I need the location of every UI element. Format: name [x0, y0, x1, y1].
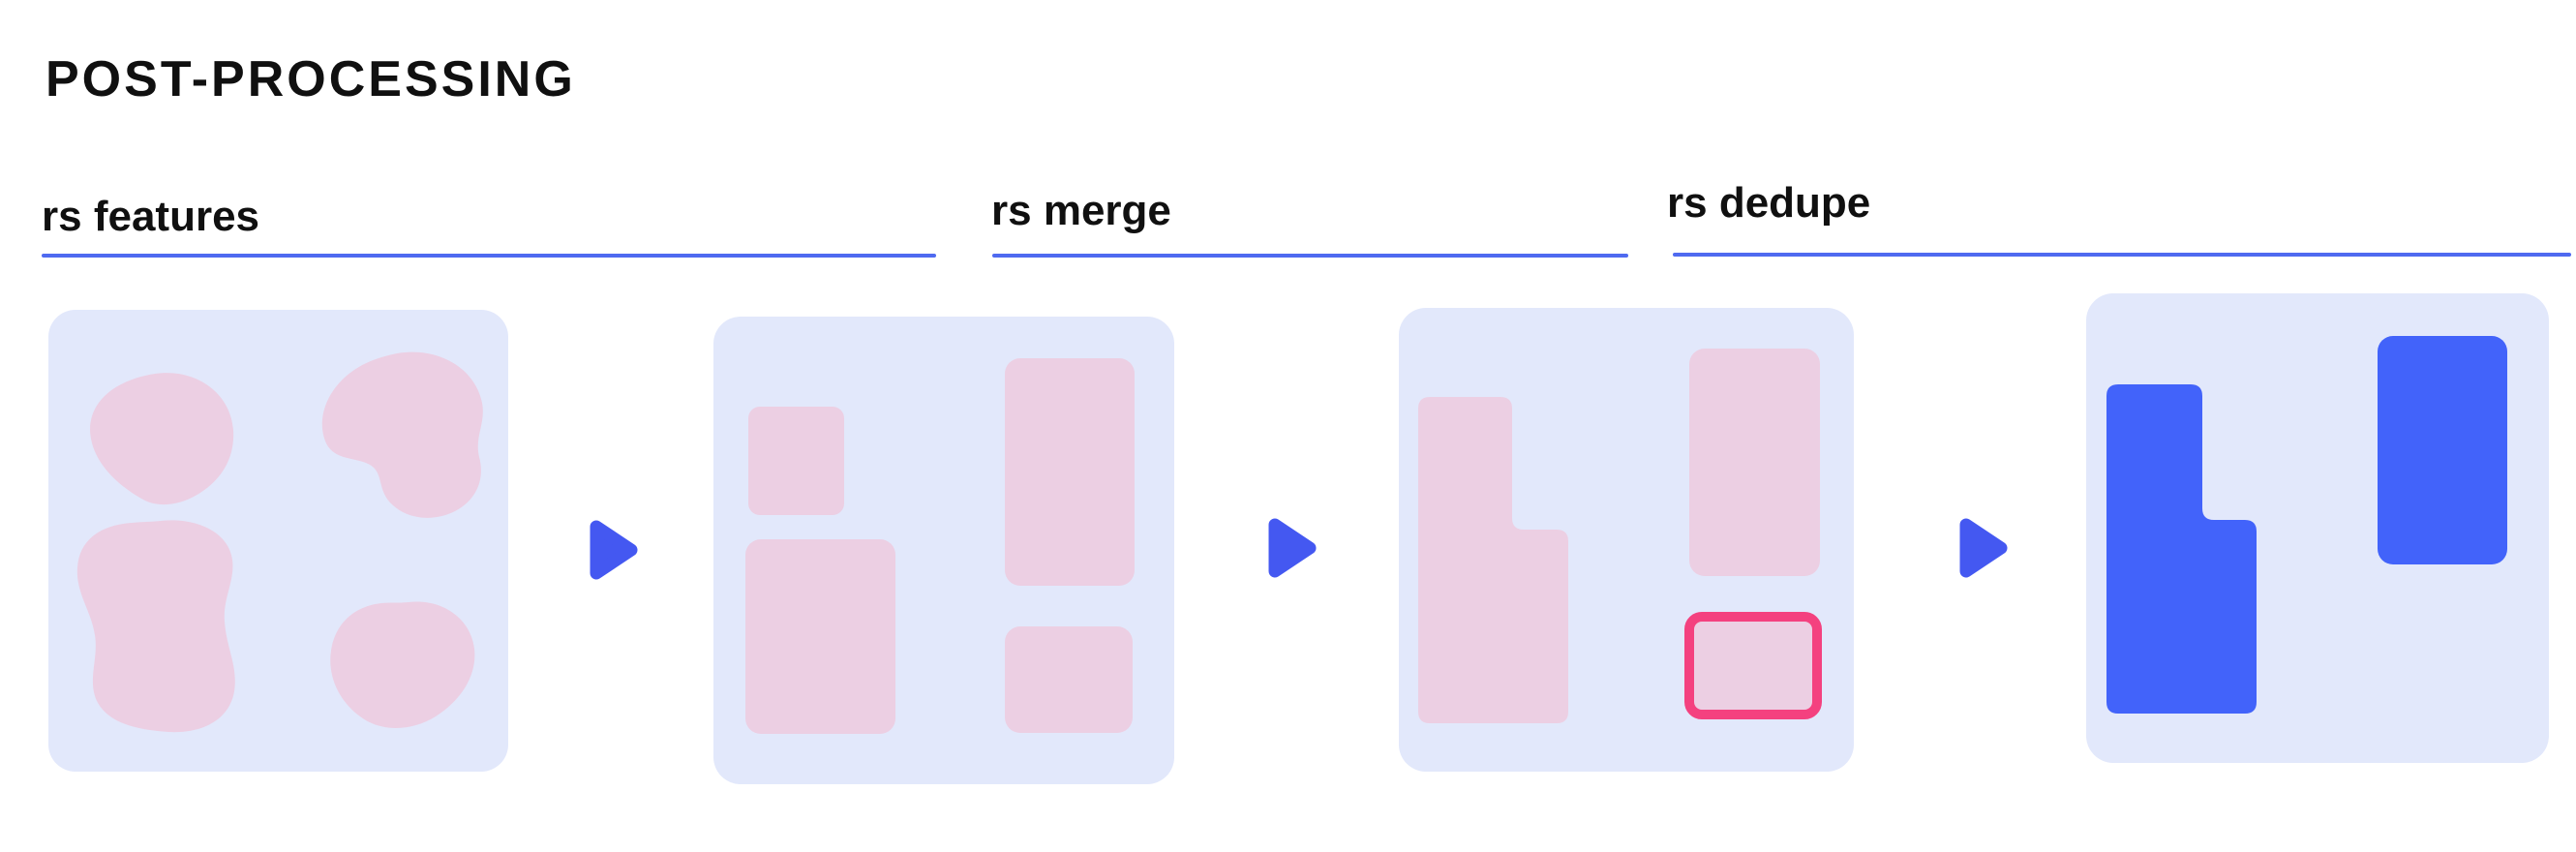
merged-l-shape-svg: [1418, 397, 1568, 723]
blob-top-left: [90, 373, 234, 505]
feature-rect-small-top-left: [748, 407, 844, 515]
final-l-shape: [2106, 384, 2257, 714]
final-rect-tall-right: [2378, 336, 2507, 564]
stage-underline-rs-merge: [992, 254, 1628, 258]
play-triangle-right-icon: [590, 520, 638, 580]
panel-feature-rects: [713, 317, 1174, 784]
stage-label-rs-merge: rs merge: [991, 187, 1171, 234]
play-triangle-right-icon: [1268, 518, 1317, 578]
blob-top-right: [321, 351, 483, 518]
panel-merged-rects: [1399, 308, 1854, 772]
merged-l-shape: [1418, 397, 1568, 723]
blob-shapes: [76, 351, 483, 733]
panel-raw-regions: [48, 310, 508, 772]
stage-underline-rs-features: [42, 254, 936, 258]
stage-label-rs-dedupe: rs dedupe: [1667, 179, 1871, 227]
page-title: POST-PROCESSING: [45, 51, 576, 107]
stage-underline-rs-dedupe: [1673, 253, 2571, 257]
duplicate-highlight-rect: [1684, 612, 1822, 719]
final-l-shape-svg: [2106, 384, 2257, 714]
merged-rect-tall-right: [1689, 349, 1820, 576]
play-triangle-right-icon: [1959, 518, 2008, 578]
blob-bottom-left: [76, 520, 235, 733]
blob-bottom-right: [330, 601, 475, 729]
stage-label-rs-features: rs features: [42, 193, 260, 240]
feature-rect-big-left: [745, 539, 895, 734]
feature-rect-small-right: [1005, 626, 1133, 733]
panel-final-result: [2086, 293, 2549, 763]
feature-rect-tall-right: [1005, 358, 1135, 586]
